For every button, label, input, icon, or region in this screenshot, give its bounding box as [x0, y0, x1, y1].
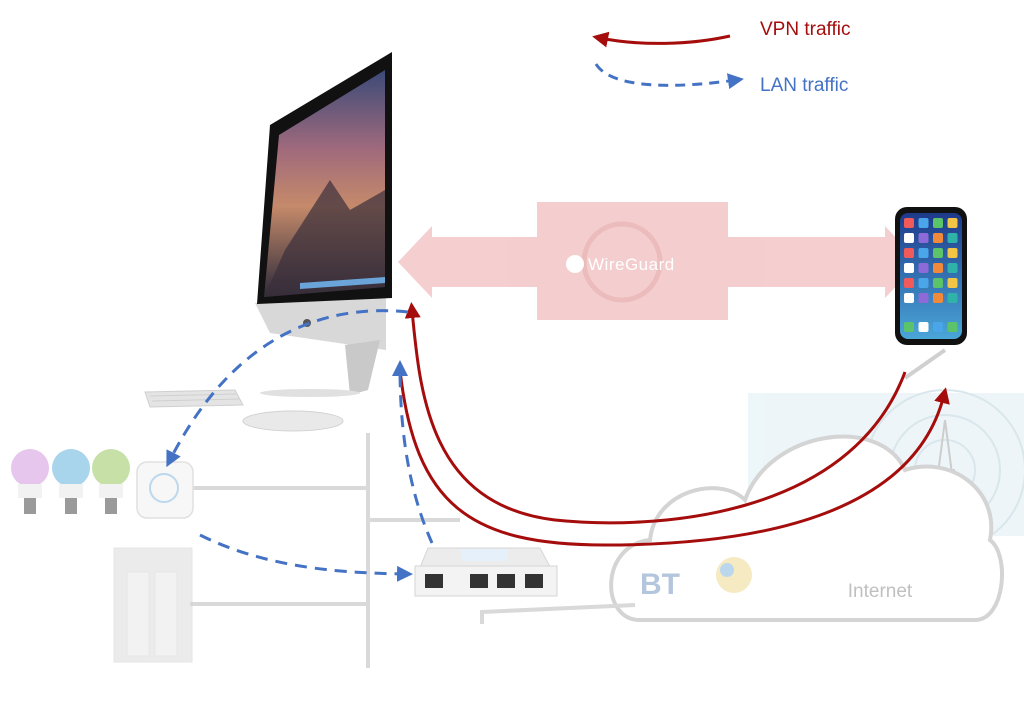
ethernet-port-icon — [425, 574, 443, 588]
imac-chin — [255, 297, 386, 350]
dock-app-icon — [904, 322, 914, 332]
smart-hub — [136, 461, 194, 519]
app-icon — [918, 293, 929, 303]
legend-lan-arrow — [594, 63, 744, 90]
wireguard-watermark-icon — [581, 221, 663, 303]
app-icon — [904, 278, 914, 288]
legend: VPN traffic LAN traffic — [592, 19, 850, 96]
isp-logo: BT — [640, 557, 752, 601]
app-icon — [918, 233, 929, 243]
wireguard-logo-icon — [566, 255, 584, 273]
app-icon — [947, 263, 958, 273]
legend-vpn-label: VPN traffic — [760, 19, 850, 40]
imac-stand — [345, 340, 380, 395]
lan-arrow-imac-to-hub — [166, 309, 409, 468]
app-icon — [904, 248, 914, 258]
bulb-icon — [92, 449, 130, 514]
ethernet-port-icon — [525, 574, 543, 588]
imac-computer — [255, 52, 392, 397]
iphone — [895, 207, 967, 345]
mouse — [242, 410, 344, 432]
dock-app-icon — [933, 322, 943, 332]
app-icon — [947, 233, 958, 243]
app-icon — [904, 293, 914, 303]
ethernet-port-icon — [470, 574, 488, 588]
app-icon — [947, 218, 958, 228]
phone-link-line — [903, 348, 947, 380]
bulb-icon — [11, 449, 49, 514]
router — [414, 547, 558, 597]
app-icon — [933, 263, 943, 273]
app-icon — [947, 248, 958, 258]
app-icon — [947, 278, 958, 288]
app-icon — [947, 293, 958, 303]
app-icon — [918, 218, 929, 228]
app-icon — [933, 278, 943, 288]
app-icon — [918, 248, 929, 258]
dock-app-icon — [918, 322, 929, 332]
wireguard-brand-label: WireGuard — [588, 255, 675, 274]
app-icon — [918, 278, 929, 288]
phone-screen — [900, 213, 962, 339]
app-icon — [904, 263, 914, 273]
app-icon — [933, 218, 943, 228]
vpn-arrow-to-imac — [404, 302, 907, 525]
wireguard-tunnel: WireGuard — [398, 202, 919, 320]
smart-bulbs — [11, 449, 130, 514]
app-icon — [933, 293, 943, 303]
app-icon — [904, 233, 914, 243]
legend-lan-label: LAN traffic — [760, 75, 848, 96]
isp-logo-text: BT — [640, 568, 680, 601]
bt-globe-icon — [716, 557, 752, 593]
ethernet-wiring — [190, 433, 636, 668]
app-icon — [933, 248, 943, 258]
vpn-arrow-to-phone — [398, 369, 950, 547]
app-icon — [933, 233, 943, 243]
internet-label: Internet — [848, 581, 913, 602]
keyboard — [144, 389, 244, 408]
nas-drive — [113, 547, 193, 663]
legend-vpn-arrow — [592, 31, 731, 48]
app-icon — [904, 218, 914, 228]
lan-arrow-hub-to-router — [199, 533, 413, 582]
dock-app-icon — [947, 322, 958, 332]
app-icon — [918, 263, 929, 273]
wire-router-to-internet — [480, 603, 636, 624]
bulb-icon — [52, 449, 90, 514]
lan-arrow-router-to-imac — [392, 360, 434, 544]
app-icon-grid — [904, 218, 958, 332]
ethernet-port-icon — [497, 574, 515, 588]
